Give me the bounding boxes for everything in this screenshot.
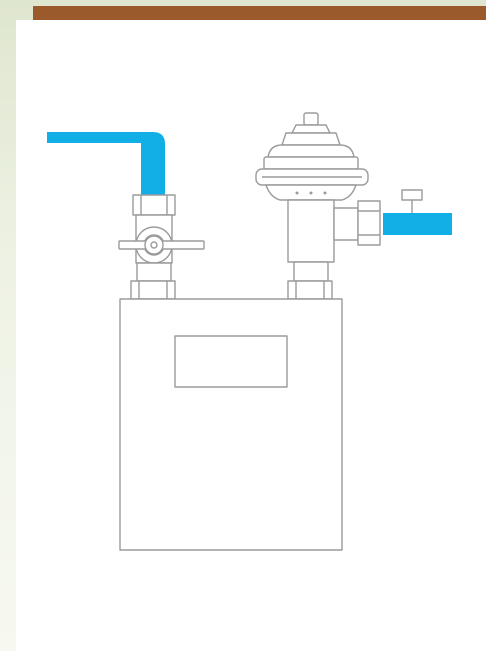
outlet-pipe (383, 213, 452, 235)
shutoff-valve (118, 194, 205, 300)
top-accent-bar (33, 6, 486, 20)
inlet-pipe (47, 132, 165, 196)
pressure-regulator (255, 112, 423, 300)
meter-display (174, 335, 288, 388)
